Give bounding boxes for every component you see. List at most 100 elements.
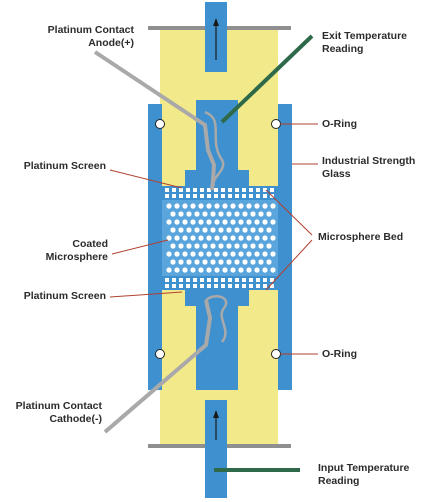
screen-hole — [193, 284, 197, 288]
microsphere — [254, 203, 260, 209]
microsphere — [222, 203, 228, 209]
o-ring-bottom-left — [155, 349, 165, 359]
microsphere — [174, 251, 180, 257]
microsphere — [182, 203, 188, 209]
input-flow-arrowhead — [213, 410, 219, 418]
microsphere — [246, 219, 252, 225]
screen-hole — [256, 278, 260, 282]
microsphere — [250, 259, 256, 265]
microsphere — [194, 211, 200, 217]
screen-hole — [165, 278, 169, 282]
screen-hole — [186, 188, 190, 192]
microsphere — [258, 227, 264, 233]
microsphere — [210, 211, 216, 217]
microsphere — [170, 259, 176, 265]
microsphere — [266, 211, 272, 217]
microsphere — [182, 235, 188, 241]
screen-hole — [221, 284, 225, 288]
microsphere — [206, 219, 212, 225]
microsphere — [258, 243, 264, 249]
cathode-wire-loop — [205, 295, 228, 343]
microsphere — [246, 267, 252, 273]
screen-hole — [249, 278, 253, 282]
screen-hole — [172, 284, 176, 288]
microsphere — [190, 203, 196, 209]
screen-hole — [249, 188, 253, 192]
microsphere — [242, 243, 248, 249]
microsphere — [182, 219, 188, 225]
microsphere — [238, 251, 244, 257]
screen-hole — [256, 194, 260, 198]
microsphere — [186, 259, 192, 265]
microsphere — [190, 251, 196, 257]
microsphere — [194, 243, 200, 249]
microsphere — [202, 227, 208, 233]
label-exit-temperature-reading: Exit Temperature Reading — [322, 30, 407, 55]
microsphere — [234, 227, 240, 233]
label-platinum-screen-top: Platinum Screen — [23, 160, 106, 172]
screen-hole — [165, 188, 169, 192]
lower-plug — [196, 290, 238, 390]
screen-hole — [214, 188, 218, 192]
microsphere — [174, 267, 180, 273]
screen-hole — [172, 188, 176, 192]
screen-hole — [228, 194, 232, 198]
o-ring-top-right — [271, 119, 281, 129]
microsphere — [166, 235, 172, 241]
microsphere — [222, 251, 228, 257]
microsphere — [166, 267, 172, 273]
microsphere — [166, 203, 172, 209]
microsphere — [246, 251, 252, 257]
screen-hole — [207, 284, 211, 288]
microsphere — [250, 227, 256, 233]
microsphere — [270, 251, 276, 257]
screen-hole — [270, 284, 274, 288]
screen-hole — [200, 188, 204, 192]
microsphere — [230, 203, 236, 209]
label-microsphere-bed: Microsphere Bed — [318, 231, 404, 243]
microsphere — [254, 251, 260, 257]
microsphere — [198, 267, 204, 273]
leader-platinum-screen-top — [109, 169, 183, 189]
screen-hole — [179, 278, 183, 282]
screen-hole — [200, 278, 204, 282]
microsphere — [246, 203, 252, 209]
microsphere — [186, 211, 192, 217]
microsphere — [242, 259, 248, 265]
screen-hole — [235, 188, 239, 192]
microsphere — [194, 259, 200, 265]
microsphere — [174, 203, 180, 209]
microsphere — [270, 267, 276, 273]
microsphere — [266, 227, 272, 233]
microsphere — [234, 259, 240, 265]
platinum-screen-bottom-grid — [162, 276, 278, 290]
screen-hole — [179, 284, 183, 288]
microsphere — [250, 243, 256, 249]
screen-hole — [172, 194, 176, 198]
screen-hole — [193, 278, 197, 282]
microsphere — [222, 235, 228, 241]
platinum-screen-top-grid — [162, 186, 278, 200]
screen-hole — [228, 284, 232, 288]
leader-coated-microsphere — [111, 239, 169, 255]
microsphere — [214, 251, 220, 257]
microsphere — [242, 227, 248, 233]
screen-hole — [214, 194, 218, 198]
microsphere — [198, 235, 204, 241]
microsphere — [166, 251, 172, 257]
microsphere — [210, 243, 216, 249]
anode-wire-loop — [204, 110, 225, 187]
label-o-ring-top: O-Ring — [322, 118, 357, 130]
microsphere — [250, 211, 256, 217]
microsphere — [206, 235, 212, 241]
leader-microsphere-bed-b — [265, 239, 313, 291]
microsphere — [266, 243, 272, 249]
microsphere — [270, 203, 276, 209]
microsphere — [202, 211, 208, 217]
microsphere — [238, 203, 244, 209]
microsphere — [262, 203, 268, 209]
microsphere — [166, 219, 172, 225]
screen-hole — [242, 278, 246, 282]
screen-hole — [242, 194, 246, 198]
screen-hole — [207, 278, 211, 282]
